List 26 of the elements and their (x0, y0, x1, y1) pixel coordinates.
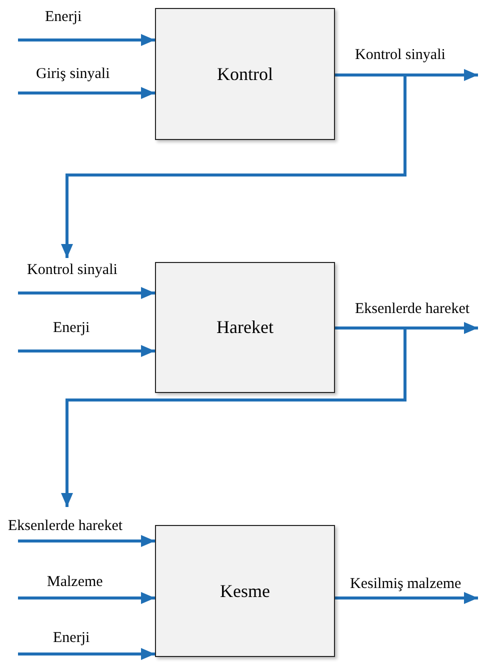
edge-label: Eksenlerde hareket (355, 300, 470, 318)
arrow (61, 326, 406, 507)
arrow (18, 345, 155, 357)
edge-label: Eksenlerde hareket (8, 517, 123, 535)
process-box (155, 525, 335, 657)
edge-label: Kontrol sinyali (355, 46, 446, 64)
arrow (18, 87, 155, 99)
arrow (18, 648, 155, 660)
arrow (335, 592, 478, 604)
process-box (155, 262, 335, 393)
arrow (61, 74, 406, 258)
arrow (18, 34, 155, 46)
edge-label: Kontrol sinyali (27, 261, 118, 279)
arrow (18, 287, 155, 299)
arrow (18, 592, 155, 604)
box-title: Hareket (216, 317, 274, 338)
box-title: Kesme (220, 580, 270, 602)
edge-label: Enerji (53, 319, 90, 337)
edge-label: Kesilmiş malzeme (350, 575, 462, 593)
box-title: Kontrol (217, 64, 273, 84)
edge-label: Enerji (45, 8, 82, 26)
arrow (18, 535, 155, 547)
edge-label: Giriş sinyali (36, 65, 110, 83)
edge-label: Malzeme (47, 573, 103, 591)
edge-label: Enerji (53, 629, 90, 647)
process-box (155, 8, 335, 140)
